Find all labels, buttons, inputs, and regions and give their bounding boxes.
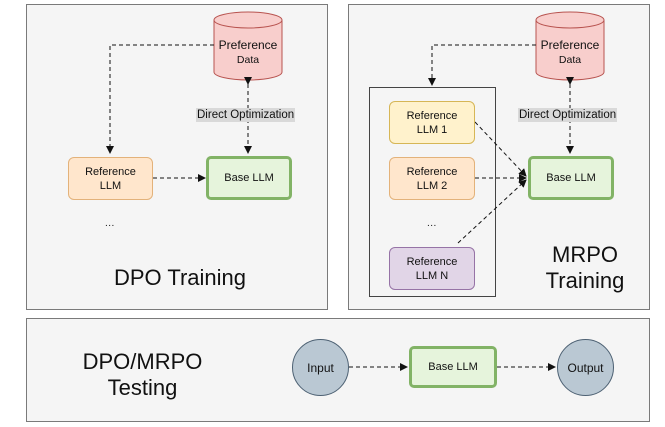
- data-line: Data: [236, 54, 260, 66]
- preference-data-label-mrpo: Preference Data: [536, 38, 604, 68]
- edge-refn-to-base: [457, 179, 527, 244]
- base-llm-box-dpo: Base LLM: [206, 156, 292, 200]
- ellipsis-mrpo: ...: [427, 218, 437, 229]
- reference-llm-box: Reference LLM: [68, 157, 153, 200]
- reference-llm-1-box: Reference LLM 1: [389, 101, 475, 144]
- output-node: Output: [557, 339, 614, 396]
- preference-data-label-dpo: Preference Data: [214, 38, 282, 68]
- direct-optimization-label-dpo: Direct Optimization: [196, 108, 296, 122]
- reference-llm-n-box: Reference LLM N: [389, 247, 475, 290]
- testing-title: DPO/MRPO Testing: [82, 349, 203, 400]
- preference-data-cylinder-dpo: [213, 11, 283, 81]
- edge-pref-to-group: [428, 44, 536, 86]
- preference-line: Preference: [218, 38, 278, 52]
- base-llm-box-testing: Base LLM: [409, 346, 497, 388]
- preference-data-cylinder-mrpo: [535, 11, 605, 81]
- direct-optimization-label-mrpo: Direct Optimization: [518, 108, 618, 122]
- data-line: Data: [558, 54, 582, 66]
- edge-ref1-to-base: [474, 121, 527, 177]
- reference-llm-2-box: Reference LLM 2: [389, 157, 475, 200]
- ellipsis-dpo: ...: [105, 218, 115, 229]
- base-llm-box-mrpo: Base LLM: [528, 156, 614, 200]
- mrpo-training-title: MRPO Training: [545, 242, 625, 293]
- edge-pref-to-reference: [106, 44, 214, 154]
- input-node: Input: [292, 339, 349, 396]
- preference-line: Preference: [540, 38, 600, 52]
- dpo-training-title: DPO Training: [113, 265, 247, 290]
